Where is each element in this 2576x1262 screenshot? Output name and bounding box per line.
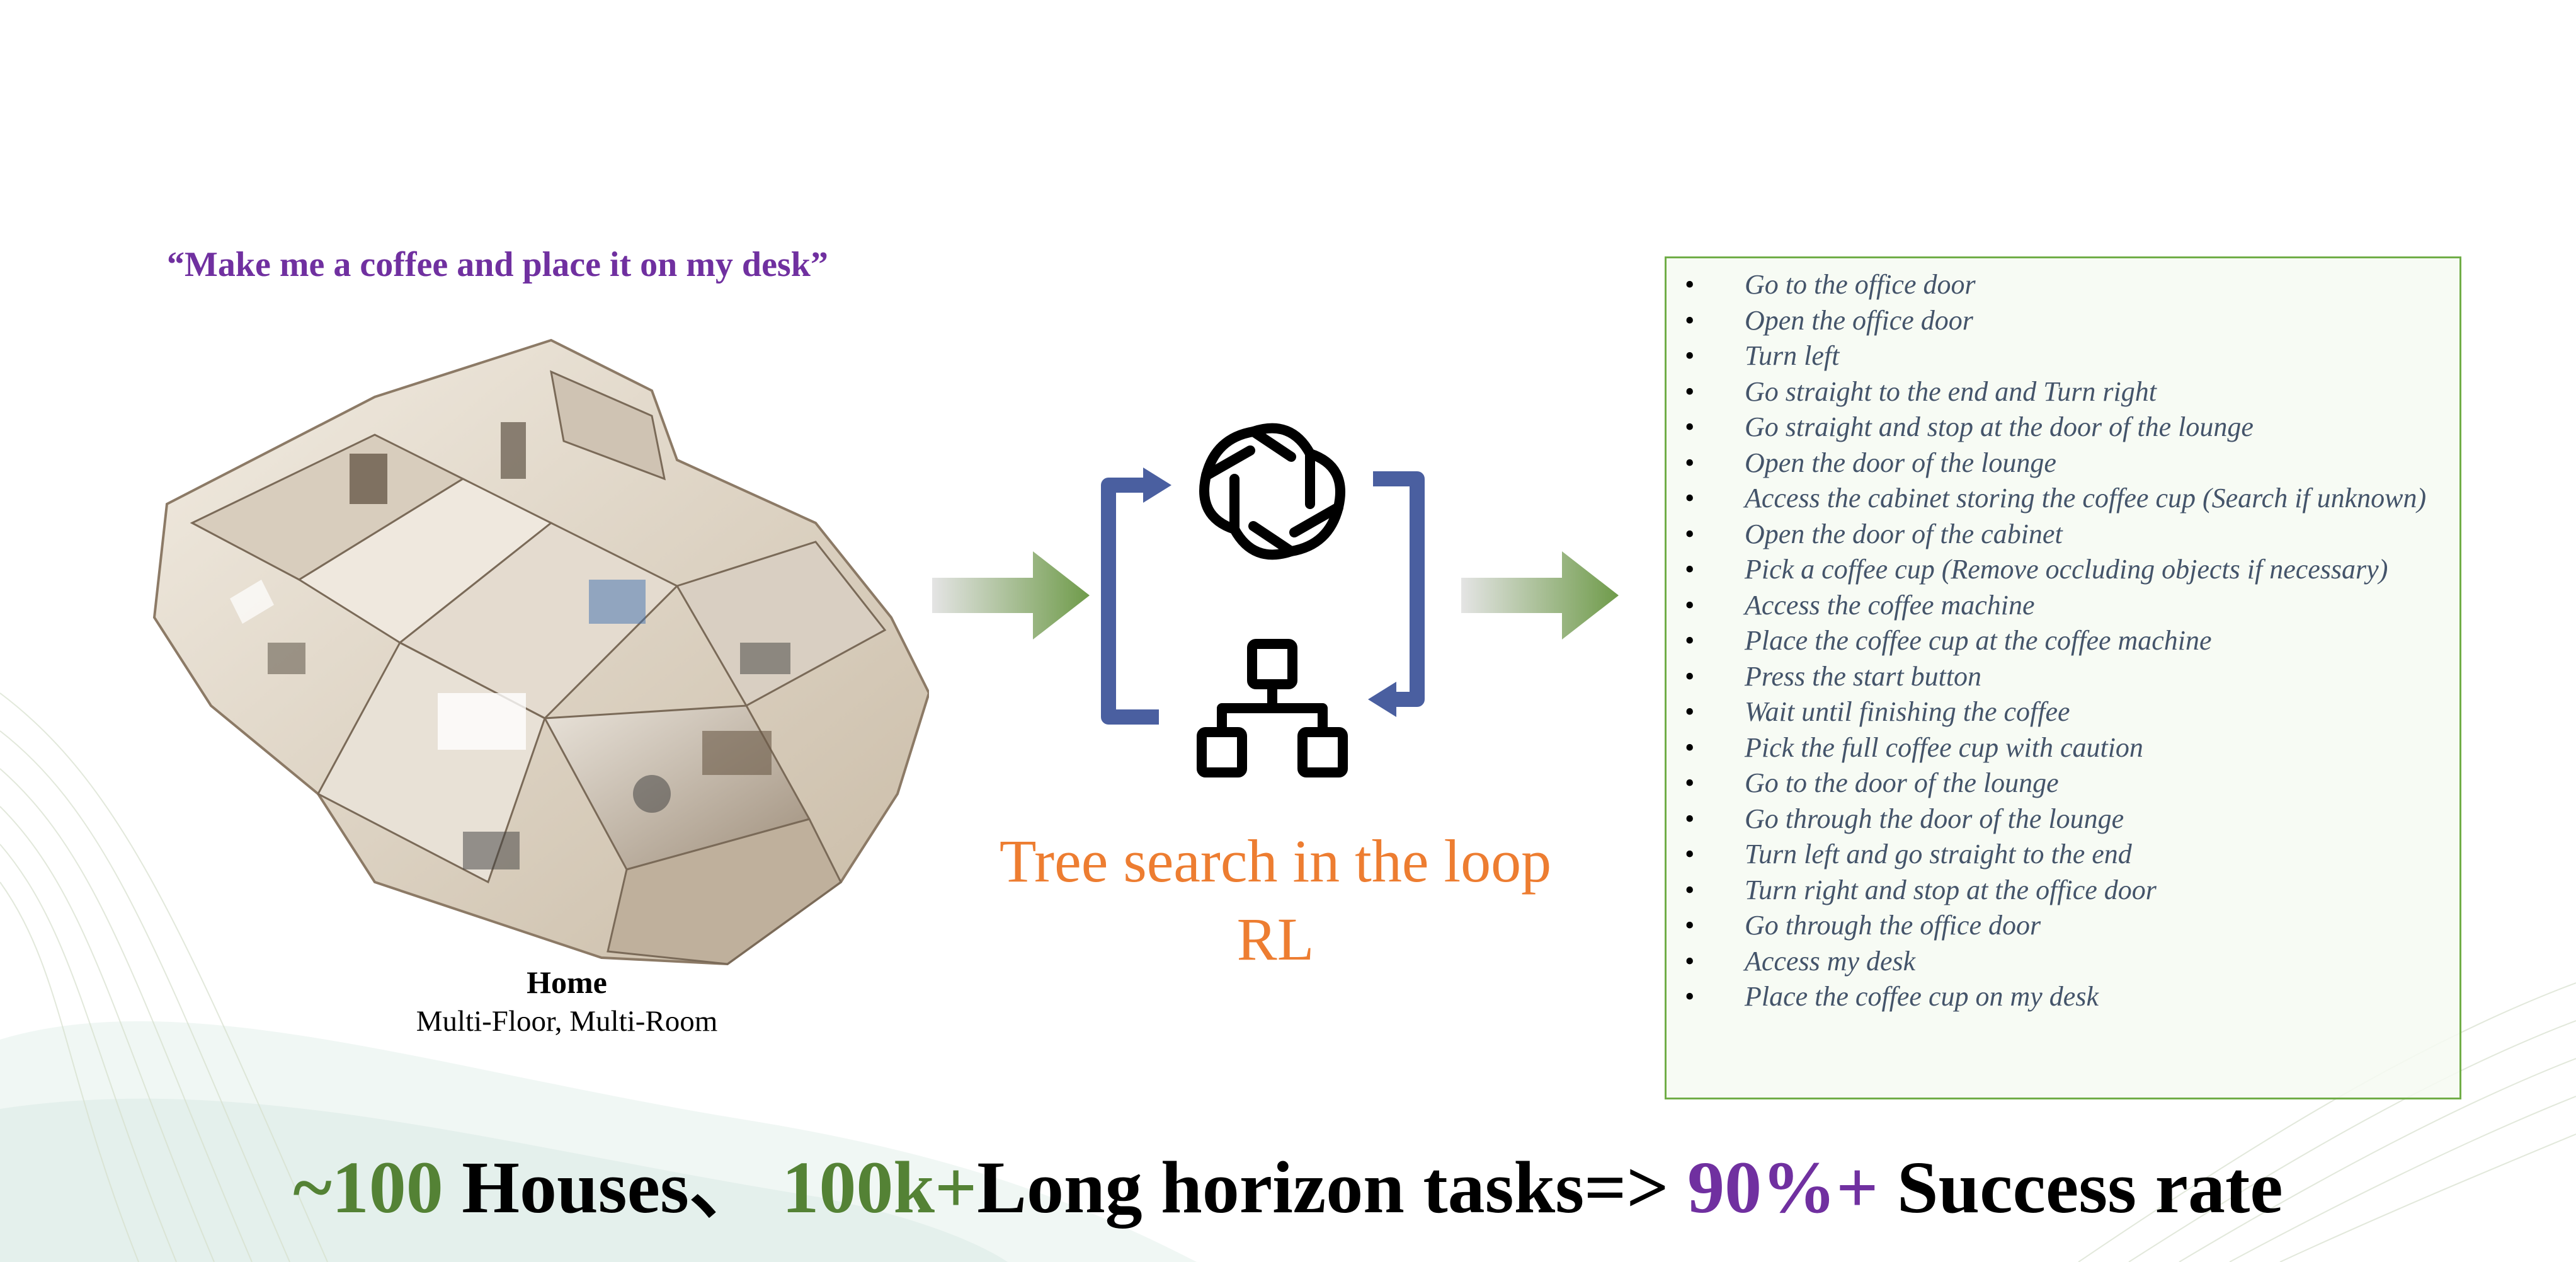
task-step-item: Turn left and go straight to the end [1678,837,2459,873]
task-step-item: Access the coffee machine [1678,588,2459,624]
task-step-item: Go to the office door [1678,267,2459,303]
instruction-quote: “Make me a coffee and place it on my des… [167,245,828,284]
task-step-item: Open the door of the cabinet [1678,517,2459,553]
houses-text: Houses、 [443,1146,782,1229]
house-3d-model-image [152,338,929,966]
task-step-item: Place the coffee cup on my desk [1678,979,2459,1015]
hierarchy-tree-icon [1197,639,1348,777]
task-step-item: Pick the full coffee cup with caution [1678,730,2459,766]
rl-loop-diagram [1101,423,1425,777]
environment-title: Home [527,965,607,1000]
task-step-item: Press the start button [1678,659,2459,695]
environment-subtitle: Multi-Floor, Multi-Room [416,1005,718,1038]
task-step-item: Place the coffee cup at the coffee machi… [1678,623,2459,659]
openai-logo-icon [1199,423,1345,560]
method-label-line2: RL [1236,905,1314,973]
houses-count: ~100 [293,1146,443,1229]
loop-arrowhead-top [1143,468,1171,503]
task-step-item: Open the door of the lounge [1678,445,2459,481]
method-label-line1: Tree search in the loop [999,827,1552,895]
task-step-item: Wait until finishing the coffee [1678,694,2459,730]
loop-arrowhead-bottom [1368,682,1396,717]
tasks-text: Long horizon tasks=> [977,1146,1688,1229]
task-step-item: Turn right and stop at the office door [1678,873,2459,909]
summary-statement: ~100 Houses、 100k+Long horizon tasks=> 9… [0,1144,2576,1232]
cycle-arrows-icon [1101,471,1425,725]
success-rate-value: 90%+ [1687,1146,1879,1229]
task-step-item: Go to the door of the lounge [1678,766,2459,801]
task-step-item: Open the office door [1678,303,2459,339]
task-step-item: Go straight to the end and Turn right [1678,374,2459,410]
task-step-item: Go straight and stop at the door of the … [1678,410,2459,445]
arrow-right-icon [932,551,1090,640]
success-rate-text: Success rate [1878,1146,2283,1229]
task-step-item: Go through the door of the lounge [1678,801,2459,837]
task-step-item: Go through the office door [1678,908,2459,944]
task-steps-list: Go to the office doorOpen the office doo… [1678,267,2459,1015]
task-step-item: Access the cabinet storing the coffee cu… [1678,481,2459,517]
task-step-item: Pick a coffee cup (Remove occluding obje… [1678,552,2459,588]
tasks-count: 100k+ [782,1146,977,1229]
arrow-right-icon [1461,551,1619,640]
task-step-item: Turn left [1678,338,2459,374]
task-step-item: Access my desk [1678,944,2459,980]
method-label: Tree search in the loop RL [932,822,1619,978]
